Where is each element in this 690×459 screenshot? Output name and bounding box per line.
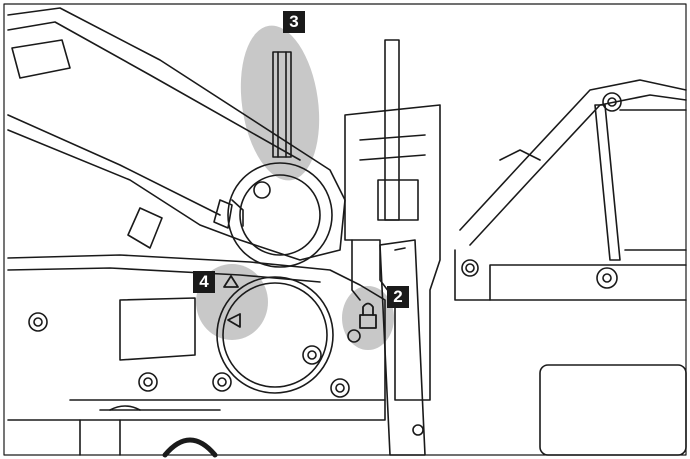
triangle-up-icon bbox=[223, 275, 239, 288]
frame-border bbox=[3, 3, 687, 456]
callout-3: 3 bbox=[283, 11, 305, 33]
highlight-rear-pin bbox=[240, 25, 320, 181]
rotation-dial bbox=[216, 276, 334, 394]
central-column bbox=[344, 39, 441, 456]
left-bracket bbox=[127, 207, 163, 249]
right-housing bbox=[454, 79, 687, 456]
callout-2: 2 bbox=[387, 286, 409, 308]
triangle-left-icon bbox=[227, 313, 241, 328]
lock-knob bbox=[347, 302, 377, 343]
highlight-lock bbox=[342, 286, 394, 350]
rear-pin bbox=[272, 51, 292, 158]
callout-4: 4 bbox=[193, 271, 215, 293]
main-housing bbox=[7, 254, 386, 458]
upper-arm bbox=[7, 7, 346, 268]
